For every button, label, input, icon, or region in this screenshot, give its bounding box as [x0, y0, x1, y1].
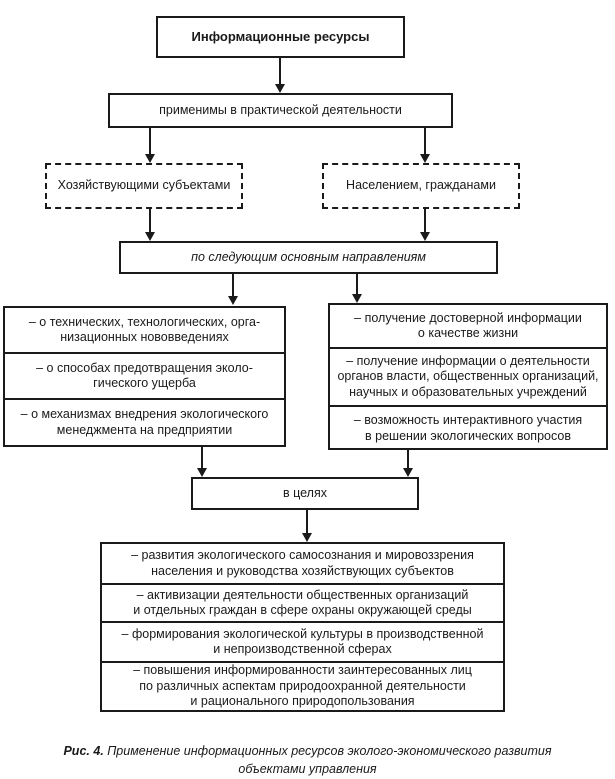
- list-item: – о механизмах внедрения экологического …: [5, 398, 284, 445]
- connector-line: [201, 447, 203, 468]
- connector-line: [149, 128, 151, 155]
- connector-line: [306, 510, 308, 533]
- goals-stack: – развития экологического самосознания и…: [100, 542, 505, 712]
- connector-line: [424, 128, 426, 155]
- root-box: Информационные ресурсы: [156, 16, 405, 58]
- list-item: – получение информации о деятельности ор…: [330, 347, 606, 405]
- applied-box: применимы в практической деятельности: [108, 93, 453, 128]
- list-item: – развития экологического самосознания и…: [131, 548, 474, 578]
- figure-caption: Рис. 4. Применение информационных ресурс…: [0, 742, 615, 778]
- arrow-down-icon: [420, 232, 430, 241]
- list-item: – повышения информированности заинтересо…: [102, 661, 503, 710]
- arrow-down-icon: [228, 296, 238, 305]
- right-items-column: – получение достоверной информации о кач…: [328, 303, 608, 450]
- connector-line: [356, 274, 358, 295]
- directions-box: по следующим основным направлениям: [119, 241, 498, 274]
- subject-box-citizens: Населением, гражданами: [322, 163, 520, 209]
- list-item: – активизации деятельности общественных …: [102, 583, 503, 621]
- arrow-down-icon: [352, 294, 362, 303]
- list-item: – о технических, технологических, орга- …: [28, 314, 261, 345]
- arrow-down-icon: [145, 232, 155, 241]
- list-item: – о способах предотвращения эколо- гичес…: [5, 352, 284, 398]
- subject-box-business: Хозяйствующими субъектами: [45, 163, 243, 209]
- list-item: – формирования экологической культуры в …: [102, 621, 503, 661]
- arrow-down-icon: [302, 533, 312, 542]
- list-item: – возможность интерактивного участия в р…: [330, 405, 606, 450]
- left-items-column: – о технических, технологических, орга- …: [3, 306, 286, 447]
- arrow-down-icon: [275, 84, 285, 93]
- purpose-box: в целях: [191, 477, 419, 510]
- arrow-down-icon: [420, 154, 430, 163]
- connector-line: [232, 274, 234, 297]
- list-item: – получение достоверной информации о кач…: [354, 310, 582, 341]
- figure-caption-text: Применение информационных ресурсов эколо…: [107, 744, 552, 776]
- arrow-down-icon: [403, 468, 413, 477]
- connector-line: [149, 209, 151, 233]
- figure-caption-label: Рис. 4.: [63, 744, 104, 758]
- connector-line: [407, 450, 409, 468]
- connector-line: [279, 58, 281, 85]
- connector-line: [424, 209, 426, 233]
- arrow-down-icon: [197, 468, 207, 477]
- arrow-down-icon: [145, 154, 155, 163]
